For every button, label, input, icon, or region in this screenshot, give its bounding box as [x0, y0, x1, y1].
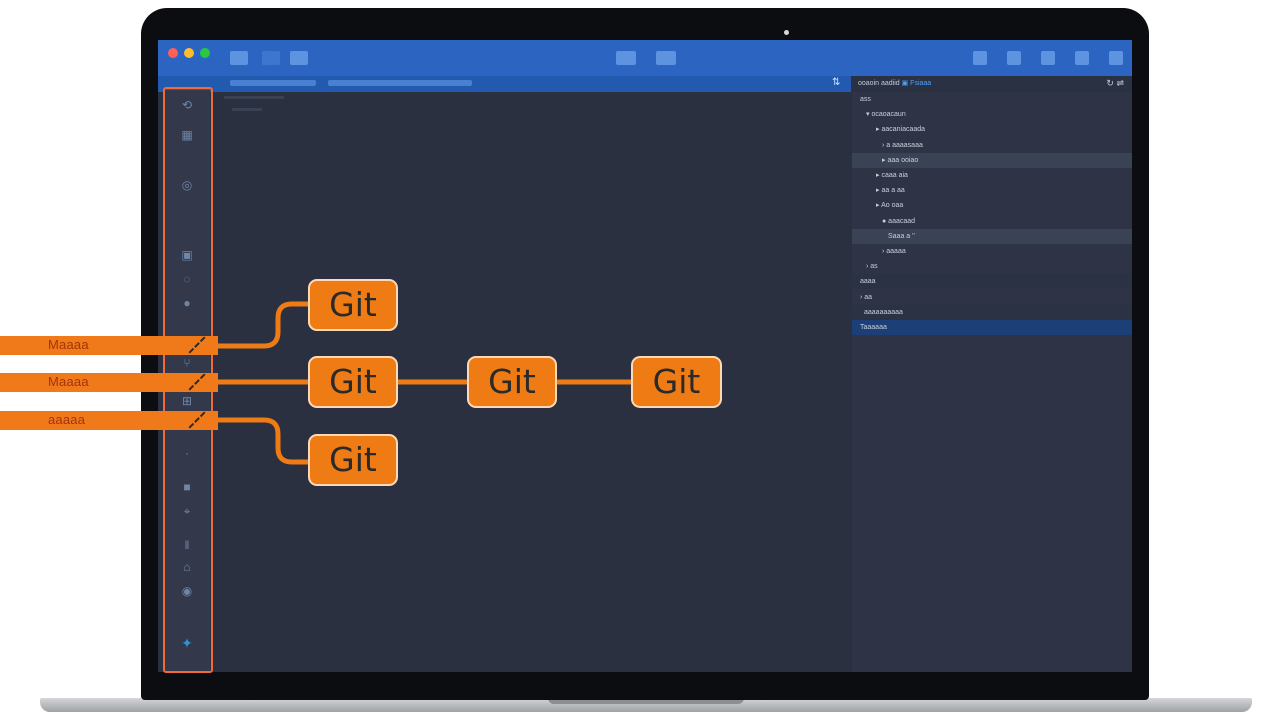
tree-item[interactable]: ▸ aa a aa: [876, 187, 905, 195]
laptop-base: [40, 698, 1252, 712]
camera-dot: [784, 30, 789, 35]
explorer-title-accent: Fsiaaa: [910, 80, 932, 87]
tree-item[interactable]: ▸ caaa aia: [876, 172, 908, 179]
history-icon[interactable]: ⟲: [181, 98, 193, 112]
debug-icon[interactable]: ◌: [183, 272, 191, 286]
breadcrumb[interactable]: [230, 80, 316, 86]
branch-bar: [0, 373, 218, 392]
title-bar: [158, 40, 1132, 76]
tree-item[interactable]: Saaa a '': [852, 228, 1132, 244]
tree-item[interactable]: › a aaaasaaa: [882, 141, 923, 149]
layout-icon[interactable]: [616, 51, 636, 65]
connector-line: [218, 301, 310, 349]
tree-item[interactable]: › aaaaa: [882, 248, 906, 255]
clock-icon[interactable]: ⌂: [183, 560, 191, 574]
toolbar-action-icon[interactable]: [1075, 51, 1089, 65]
git-node: Git: [631, 356, 722, 408]
tree-item[interactable]: aaaa: [852, 274, 1132, 290]
git-node: Git: [308, 279, 398, 331]
tree-item[interactable]: ● aaacaad: [882, 217, 916, 225]
git-node: Git: [467, 356, 557, 408]
minimize-window-button[interactable]: [184, 48, 194, 58]
explorer-actions[interactable]: ↻ ⇌: [1106, 78, 1124, 88]
branch-label: aaaaa: [48, 412, 86, 427]
branch-icon[interactable]: ⑂: [183, 356, 191, 370]
files-icon[interactable]: ▦: [181, 128, 193, 142]
git-node: Git: [308, 434, 398, 486]
toolbar-action-icon[interactable]: [1007, 51, 1021, 65]
account-icon[interactable]: ◉: [181, 584, 193, 598]
refresh-icon[interactable]: ⇅: [832, 77, 841, 88]
toolbar-action-icon[interactable]: [1109, 51, 1123, 65]
split-view-icon[interactable]: [656, 51, 676, 65]
zoom-window-button[interactable]: [200, 48, 210, 58]
editor-line: [232, 108, 262, 111]
toolbar-action-icon[interactable]: [973, 51, 987, 65]
tree-item[interactable]: ass: [860, 96, 871, 103]
branch-bar: [0, 336, 218, 355]
git-node: Git: [308, 356, 398, 408]
tree-item[interactable]: ▸ Ao oaa: [876, 202, 904, 210]
merge-icon[interactable]: ⊞: [181, 394, 193, 408]
tree-item[interactable]: ▾ ocaoacaun: [866, 111, 906, 119]
explorer-header: ooaoin aadiid ▣ Fsiaaa ↻ ⇌: [852, 76, 1132, 92]
pin-icon[interactable]: ⌖: [183, 504, 191, 518]
toolbar-action-icon[interactable]: [1041, 51, 1055, 65]
lock-icon[interactable]: ■: [183, 480, 191, 494]
tree-item[interactable]: Taaaaaa: [852, 320, 1132, 335]
branch-label: Maaaa: [48, 337, 89, 352]
editor-line: [224, 96, 284, 99]
explorer-title-text: ooaoin aadiid: [858, 80, 900, 87]
connector-line: [218, 417, 310, 465]
tag-icon[interactable]: ǁ: [184, 538, 190, 552]
explorer-title: ooaoin aadiid ▣ Fsiaaa: [858, 80, 932, 87]
tree-item[interactable]: ▸ aacaniacaada: [876, 126, 926, 134]
tree-item[interactable]: aaaaaaaaaa: [852, 304, 1132, 320]
search-icon[interactable]: ◎: [181, 178, 193, 192]
settings-icon[interactable]: ●: [183, 296, 191, 310]
extensions-icon[interactable]: ✦: [181, 635, 193, 651]
close-window-button[interactable]: [168, 48, 178, 58]
back-icon[interactable]: [262, 51, 280, 65]
path-bar: ⇅: [158, 76, 851, 92]
branch-label: Maaaa: [48, 374, 89, 389]
sidebar-toggle-icon[interactable]: [230, 51, 248, 65]
laptop-notch: [548, 698, 744, 704]
tree-item[interactable]: › aa: [860, 293, 873, 301]
explorer-panel: ooaoin aadiid ▣ Fsiaaa ↻ ⇌ ass ▾ ocaoacau…: [852, 76, 1132, 672]
forward-icon[interactable]: [290, 51, 308, 65]
branch-bar: [0, 411, 218, 430]
source-control-icon[interactable]: ▣: [181, 248, 193, 262]
tree-item[interactable]: ▸ aaa ooiao: [852, 152, 1132, 168]
tree-item[interactable]: › as: [866, 263, 878, 271]
terminal-icon[interactable]: ·: [185, 446, 189, 460]
breadcrumb[interactable]: [328, 80, 472, 86]
